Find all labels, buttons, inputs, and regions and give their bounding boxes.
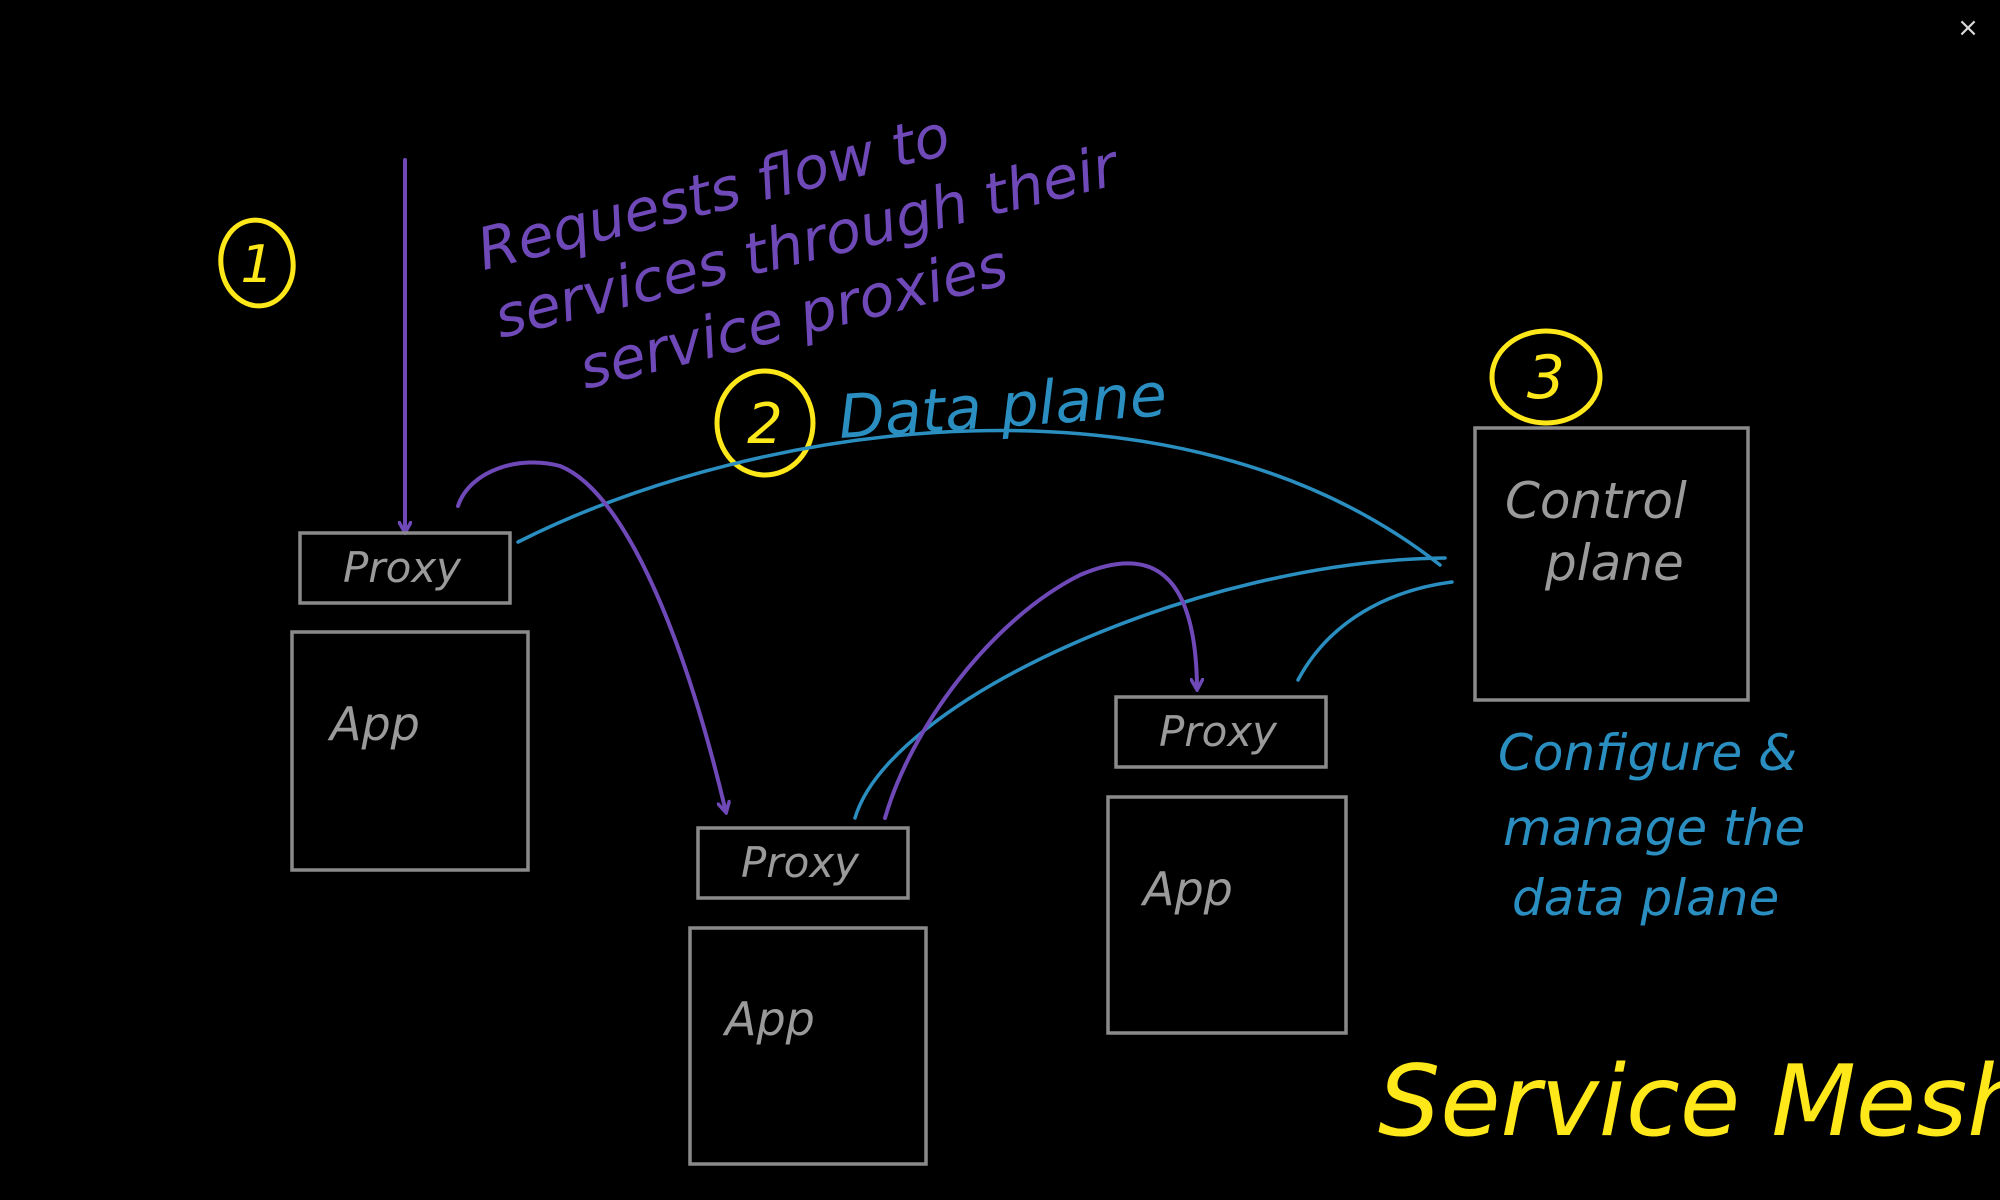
- proxy-label-3: Proxy: [1159, 707, 1278, 756]
- proxy-label-2: Proxy: [741, 838, 860, 887]
- app-box-2: [688, 926, 928, 1166]
- app-label-3: App: [1140, 862, 1233, 916]
- proxy-label-1: Proxy: [343, 543, 462, 592]
- step-1-marker: 1: [218, 217, 296, 309]
- request-flow: [405, 158, 1197, 820]
- proxy-box-1: [298, 531, 512, 605]
- control-plane-line-1: Control: [1505, 472, 1687, 530]
- request-arrow-proxy-2-to-proxy-3: [883, 561, 1197, 820]
- diagram-title: Service Mesh: [1378, 1045, 2000, 1159]
- connection-control-to-proxy-3: [1296, 580, 1454, 682]
- step-2-marker: 2: [714, 368, 816, 478]
- requests-note: Requests flow to services through their …: [470, 101, 1127, 403]
- control-note-line-1: Configure &: [1498, 724, 1797, 782]
- control-plane-note: Configure & manage the data plane: [1498, 724, 1805, 927]
- proxy-box-3: [1114, 695, 1328, 769]
- close-icon[interactable]: ×: [1957, 13, 1979, 43]
- app-box-3: [1106, 795, 1348, 1035]
- control-plane-line-2: plane: [1544, 534, 1684, 592]
- step-2-number: 2: [747, 392, 783, 457]
- connection-control-to-proxy-2: [853, 556, 1447, 820]
- connection-control-to-proxy-1: [516, 428, 1442, 567]
- control-note-line-3: data plane: [1512, 869, 1779, 927]
- control-plane: Control plane: [1473, 426, 1750, 702]
- service-1: Proxy App: [290, 531, 530, 872]
- service-3: Proxy App: [1106, 695, 1348, 1035]
- app-label-1: App: [327, 697, 420, 751]
- step-3-marker: 3: [1489, 328, 1603, 426]
- app-box-1: [290, 630, 530, 872]
- proxy-box-2: [696, 826, 910, 900]
- step-3-number: 3: [1527, 343, 1565, 413]
- service-2: Proxy App: [688, 826, 928, 1166]
- request-arrow-proxy-1-to-proxy-2: [456, 460, 725, 808]
- data-plane-connections: [516, 428, 1454, 820]
- step-1-number: 1: [240, 235, 273, 295]
- control-plane-box: [1473, 426, 1750, 702]
- app-label-2: App: [722, 992, 815, 1046]
- control-note-line-2: manage the: [1503, 799, 1805, 857]
